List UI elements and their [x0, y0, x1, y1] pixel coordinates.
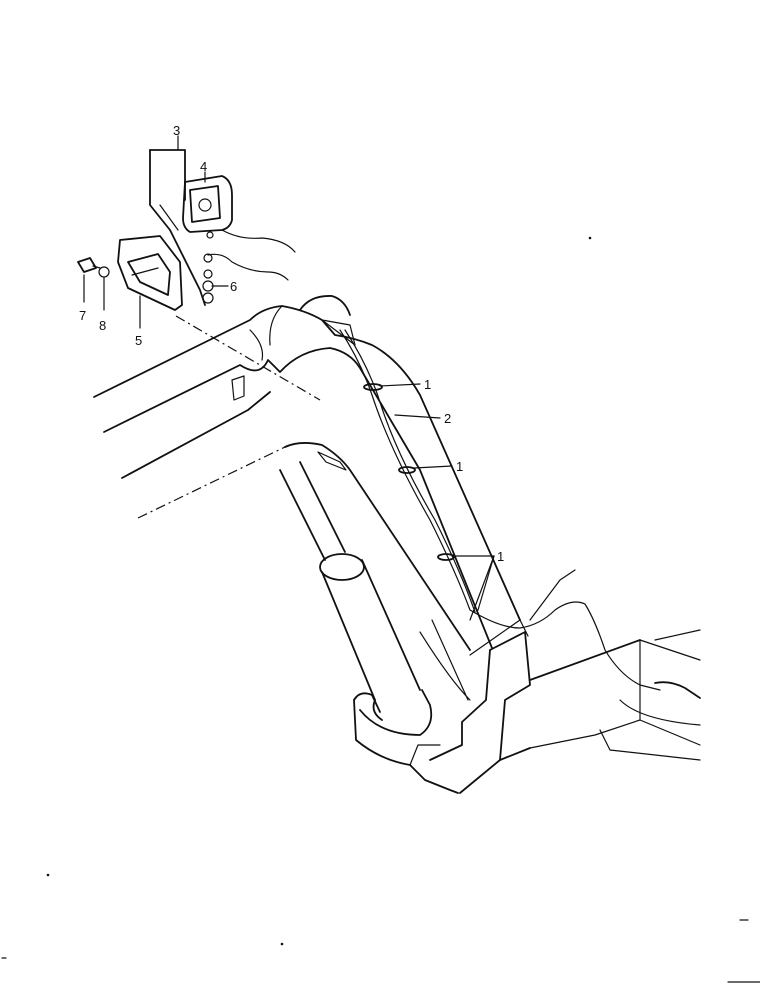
boom	[93, 295, 521, 651]
boom-foot	[353, 619, 531, 794]
hardware	[77, 253, 214, 304]
work-light	[182, 175, 296, 281]
callout-8: 8	[99, 318, 106, 333]
callout-7: 7	[79, 308, 86, 323]
callout-5: 5	[135, 333, 142, 348]
scan-marks	[1, 236, 760, 983]
chassis-frame	[499, 569, 701, 761]
callout-3: 3	[173, 123, 180, 138]
callout-4: 4	[200, 159, 207, 174]
boom-cylinder	[279, 461, 433, 736]
leader-lines	[83, 135, 495, 621]
callout-1b: 1	[456, 459, 463, 474]
callout-6: 6	[230, 279, 237, 294]
light-guard	[117, 235, 321, 401]
cable-clamps	[363, 383, 455, 561]
wiring-harness	[321, 319, 701, 699]
light-bracket	[149, 149, 206, 306]
callout-1c: 1	[497, 549, 504, 564]
callout-1a: 1	[424, 377, 431, 392]
callout-labels: 1 2 1 1 3 4 6 7 8 5	[79, 123, 504, 564]
callout-2: 2	[444, 411, 451, 426]
